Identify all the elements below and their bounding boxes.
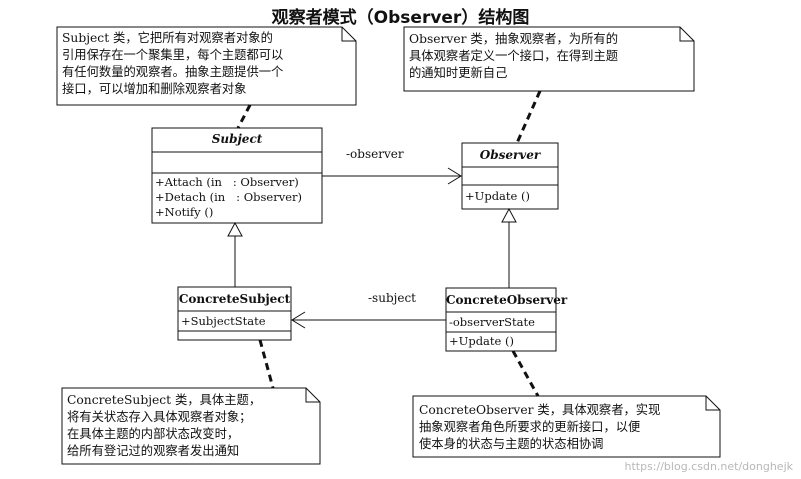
note-observer-shape <box>403 26 695 92</box>
note-observer-fold <box>679 27 694 42</box>
observer-class-box <box>461 142 559 210</box>
note-subject-text: Subject 类，它把所有对观察者对象的 引用保存在一个聚集里，每个主题都可以… <box>62 31 284 96</box>
note-concrete-subject-shape <box>61 387 321 465</box>
association-subject-label: -subject <box>368 291 416 305</box>
observer-class-name: Observer <box>479 148 541 162</box>
concrete-subject-class: ConcreteSubject +SubjectState <box>178 287 291 340</box>
note-concrete-observer-shape <box>412 395 721 458</box>
watermark-url: https://blog.csdn.net/donghejk <box>624 460 794 473</box>
subject-method-detach: +Detach (in : Observer) <box>155 190 302 204</box>
concrete-subject-class-name: ConcreteSubject <box>178 292 291 306</box>
concrete-observer-attr-state: -observerState <box>449 315 535 329</box>
association-observer-label: -observer <box>346 147 404 161</box>
association-observer-arrowhead <box>447 167 462 185</box>
association-subject-arrowhead <box>291 311 306 329</box>
note-concrete-subject-text: ConcreteSubject 类，具体主题， 将有关状态存入具体观察者对象； … <box>67 393 262 458</box>
diagram-title: 观察者模式（Observer）结构图 <box>271 8 530 28</box>
generalization-observer-triangle <box>501 207 517 223</box>
note-concrete-observer-anchor <box>511 350 540 397</box>
subject-class: Subject +Attach (in : Observer) +Detach … <box>152 128 322 223</box>
note-subject-anchor <box>236 104 252 129</box>
note-subject-fold <box>341 27 356 42</box>
note-subject-shape <box>56 26 357 106</box>
observer-class: Observer +Update () <box>462 143 558 209</box>
observer-method-update: +Update () <box>465 189 530 203</box>
note-observer-text: Observer 类，抽象观察者，为所有的 具体观察者定义一个接口，在得到主题 … <box>409 32 619 80</box>
note-concrete-subject-anchor <box>258 339 275 389</box>
note-concrete-observer-text: ConcreteObserver 类，具体观察者，实现 抽象观察者角色所要求的更… <box>419 403 661 451</box>
subject-class-name: Subject <box>211 132 263 146</box>
note-concrete-observer-fold <box>705 396 720 411</box>
subject-method-attach: +Attach (in : Observer) <box>155 175 299 189</box>
note-observer-anchor <box>515 90 542 144</box>
subject-method-notify: +Notify () <box>155 205 214 219</box>
concrete-subject-attr-state: +SubjectState <box>181 314 266 328</box>
generalization-subject-triangle <box>227 221 243 237</box>
concrete-observer-method-update: +Update () <box>449 334 514 348</box>
note-concrete-subject-fold <box>305 388 320 403</box>
concrete-observer-class-name: ConcreteObserver <box>446 293 568 307</box>
concrete-observer-class: ConcreteObserver -observerState +Update … <box>446 288 568 351</box>
